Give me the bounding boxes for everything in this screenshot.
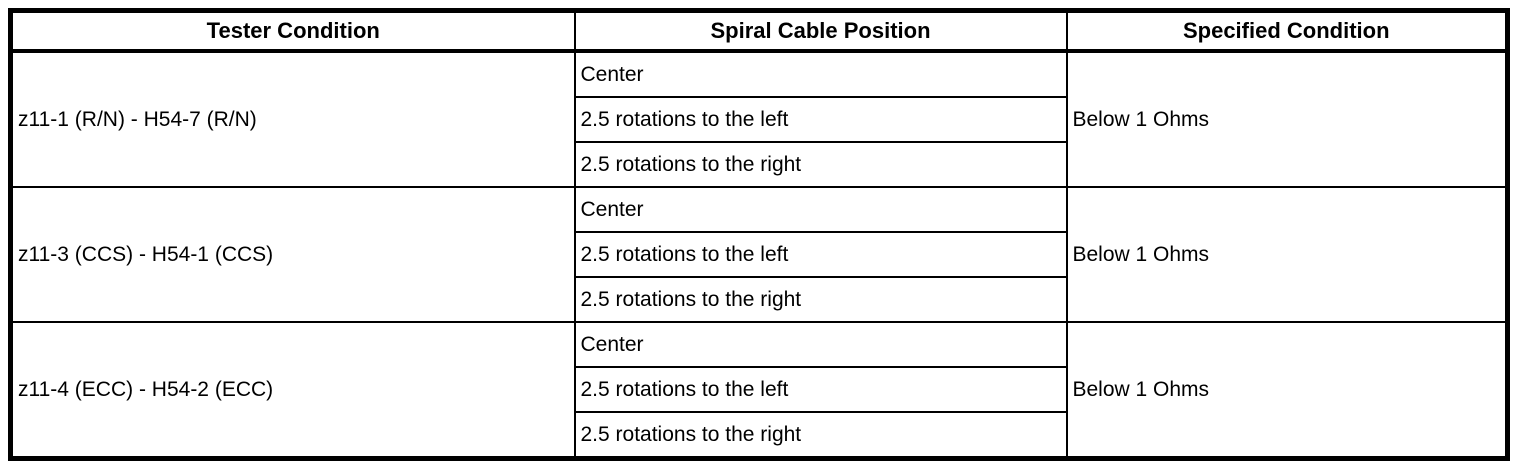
spiral-cable-spec-table: Tester Condition Spiral Cable Position S… bbox=[8, 8, 1510, 461]
spiral-position-cell: Center bbox=[573, 50, 1068, 98]
table-row: z11-1 (R/N) - H54-7 (R/N) Center Below 1… bbox=[9, 50, 1509, 188]
specified-condition-cell: Below 1 Ohms bbox=[1065, 321, 1509, 460]
header-spiral-cable-position: Spiral Cable Position bbox=[573, 9, 1068, 53]
spiral-position-cell: 2.5 rotations to the right bbox=[573, 276, 1068, 323]
specified-condition-cell: Below 1 Ohms bbox=[1065, 186, 1509, 323]
spiral-position-cell: 2.5 rotations to the left bbox=[573, 96, 1068, 143]
specified-condition-cell: Below 1 Ohms bbox=[1065, 50, 1509, 188]
header-specified-condition: Specified Condition bbox=[1065, 9, 1509, 53]
spiral-position-cell: Center bbox=[573, 321, 1068, 368]
header-tester-condition: Tester Condition bbox=[9, 9, 576, 53]
table-row: z11-4 (ECC) - H54-2 (ECC) Center Below 1… bbox=[9, 321, 1509, 460]
table-row: 2.5 rotations to the right bbox=[11, 276, 1508, 323]
page: Tester Condition Spiral Cable Position S… bbox=[8, 8, 1510, 461]
table-row: z11-3 (CCS) - H54-1 (CCS) Center Below 1… bbox=[9, 186, 1509, 323]
spiral-position-cell: 2.5 rotations to the left bbox=[573, 231, 1068, 278]
table-row: 2.5 rotations to the left bbox=[11, 96, 1508, 143]
header-row: Tester Condition Spiral Cable Position S… bbox=[9, 9, 1509, 53]
spiral-position-cell: 2.5 rotations to the right bbox=[573, 141, 1068, 188]
tester-condition-cell: z11-1 (R/N) - H54-7 (R/N) bbox=[9, 50, 576, 188]
spiral-position-cell: 2.5 rotations to the left bbox=[573, 366, 1068, 413]
table-row: 2.5 rotations to the left bbox=[11, 366, 1508, 413]
tester-condition-cell: z11-3 (CCS) - H54-1 (CCS) bbox=[9, 186, 576, 323]
tester-condition-cell: z11-4 (ECC) - H54-2 (ECC) bbox=[9, 321, 576, 460]
table-row: 2.5 rotations to the right bbox=[11, 141, 1508, 188]
spiral-position-cell: Center bbox=[573, 186, 1068, 233]
spiral-position-cell: 2.5 rotations to the right bbox=[573, 411, 1068, 460]
table-row: 2.5 rotations to the left bbox=[11, 231, 1508, 278]
